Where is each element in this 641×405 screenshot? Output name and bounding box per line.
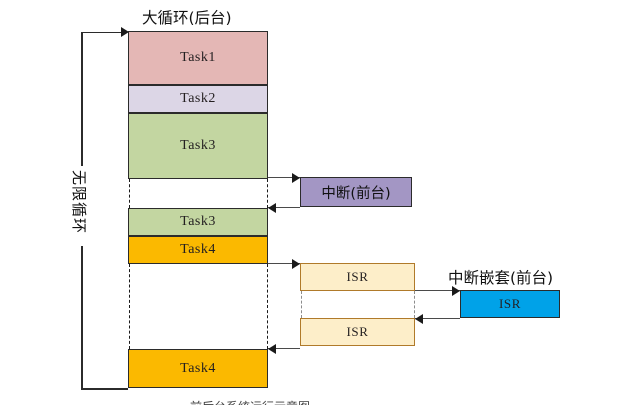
preempt-gap1-right-dashed [267,179,268,208]
connector-to-nested-isr-arrow-icon [452,286,460,296]
isr-block-lower[interactable]: ISR [300,318,415,346]
connector-from-interrupt-arrow-icon [268,203,276,213]
task-block-task3-resumed[interactable]: Task3 [128,208,268,236]
loop-top-segment [82,31,122,34]
task-block-task4-first[interactable]: Task4 [128,236,268,264]
label-nested-interrupt: 中断嵌套(前台) [448,269,554,287]
nested-isr-block[interactable]: ISR [460,290,560,318]
task-block-task4-resumed[interactable]: Task4 [128,349,268,388]
isr-block-upper[interactable]: ISR [300,263,415,291]
connector-to-isr-upper [268,263,300,265]
preempt-gap1-left-dashed [128,179,130,208]
connector-to-interrupt-arrow-icon [292,173,300,183]
isr-gap-right-dashed [414,291,415,318]
preempt-gap2-left-dashed [128,264,130,349]
connector-from-interrupt [268,207,300,209]
loop-arrow-head-icon [121,27,129,37]
connector-from-isr-lower-arrow-icon [268,344,276,354]
task-block-task1[interactable]: Task1 [128,31,268,85]
loop-label-vertical: 无限循环 [70,170,88,235]
connector-from-isr-lower [268,348,300,350]
interrupt-block[interactable]: 中断(前台) [300,177,412,207]
connector-from-nested-isr [415,318,460,320]
isr-gap-left-dashed [300,291,302,318]
preempt-gap2-right-dashed [267,264,268,349]
task-block-task3-first[interactable]: Task3 [128,113,268,179]
title-background-loop: 大循环(后台) [142,9,232,27]
task-block-task2[interactable]: Task2 [128,85,268,113]
loop-label-backing [73,166,90,246]
connector-from-nested-isr-arrow-icon [415,314,423,324]
connector-to-nested-isr [415,290,460,292]
loop-bottom-segment [81,388,128,390]
figure-caption: 前后台系统运行示意图 [190,398,310,405]
connector-to-isr-upper-arrow-icon [292,259,300,269]
connector-to-interrupt [268,177,300,179]
